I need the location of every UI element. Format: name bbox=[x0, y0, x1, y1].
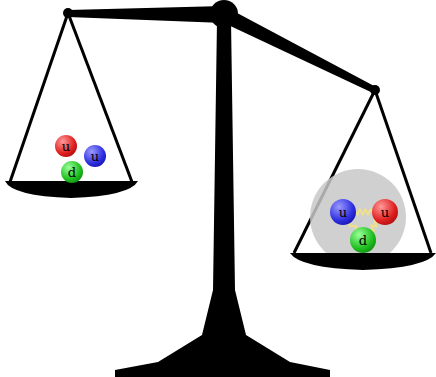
proton-cloud bbox=[310, 169, 406, 265]
pivot bbox=[210, 0, 238, 28]
left-pan bbox=[5, 181, 138, 198]
quark-label: d bbox=[359, 234, 367, 247]
quark-ball: u bbox=[55, 135, 77, 157]
scale-stand bbox=[115, 20, 330, 377]
pan-string bbox=[10, 13, 68, 182]
gluon-wave bbox=[356, 210, 372, 215]
quark-ball: d bbox=[350, 227, 376, 253]
quark-label: d bbox=[68, 166, 76, 179]
quark-label: u bbox=[62, 140, 70, 153]
quark-label: u bbox=[91, 150, 99, 163]
right-pan bbox=[290, 253, 436, 270]
quark-ball: d bbox=[61, 161, 83, 183]
quark-label: u bbox=[381, 206, 389, 219]
pan-string bbox=[68, 13, 132, 182]
quark-ball: u bbox=[372, 199, 398, 225]
gluon-line bbox=[371, 222, 377, 231]
quark-ball: u bbox=[330, 199, 356, 225]
quark-label: u bbox=[339, 206, 347, 219]
quark-ball: u bbox=[84, 145, 106, 167]
gluon-line bbox=[356, 210, 372, 215]
gluon-wave bbox=[371, 222, 377, 231]
